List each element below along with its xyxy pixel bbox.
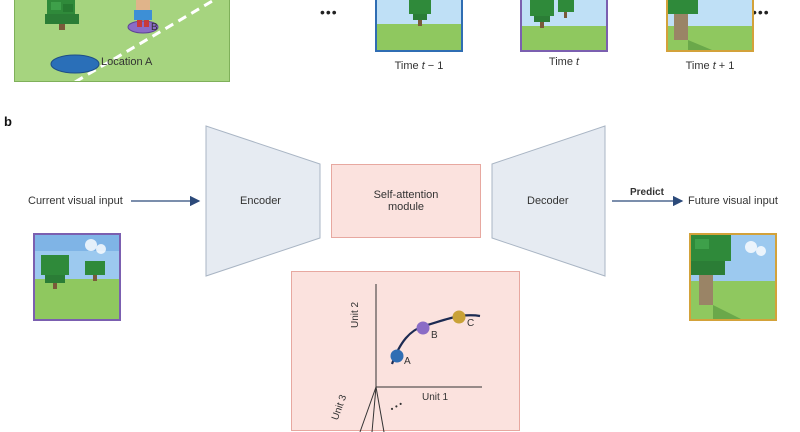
decoder-shape	[491, 125, 606, 277]
panel-letter: b	[4, 114, 12, 129]
map-path	[74, 0, 217, 81]
axis-unit-2-label: Unit 2	[350, 301, 361, 328]
time-variable: t	[712, 60, 716, 72]
time-suffix: − 1	[424, 60, 444, 72]
location-b-marker	[127, 20, 159, 34]
ellipsis-right: •••	[752, 4, 770, 20]
ellipsis-left: •••	[320, 4, 338, 20]
input-scene	[35, 235, 119, 319]
time-variable: t	[421, 60, 425, 72]
point-a	[390, 349, 404, 363]
point-c-label: C	[467, 318, 475, 329]
encoder-label: Encoder	[240, 195, 281, 207]
point-c	[452, 310, 466, 324]
attention-label-line2: module	[387, 201, 425, 213]
frame-t-minus-1	[375, 0, 463, 52]
frame-t-plus-1	[666, 0, 754, 52]
point-b	[416, 321, 430, 335]
latent-space-plot	[359, 284, 482, 432]
frame-scene	[377, 0, 461, 50]
frame-t	[520, 0, 608, 52]
frame-t-plus-1-label: Time t + 1	[666, 60, 754, 72]
axis-extra-2	[375, 386, 385, 432]
self-attention-module: Self-attention module	[331, 164, 481, 238]
time-prefix: Time	[685, 60, 713, 72]
time-variable: t	[576, 56, 580, 68]
frame-scene	[522, 0, 606, 50]
location-a-marker	[50, 54, 100, 74]
tree-icon	[45, 0, 79, 30]
point-a-label: A	[404, 356, 411, 367]
location-a-label: Location A	[101, 56, 153, 68]
attention-label-line1: Self-attention	[373, 189, 439, 201]
encoder-shape	[205, 125, 321, 277]
environment-map: B Location A	[14, 0, 230, 82]
trajectory-curve	[390, 314, 481, 365]
frame-t-minus-1-label: Time t − 1	[375, 60, 463, 72]
frame-t-label: Time t	[520, 56, 608, 68]
point-b-label: B	[431, 330, 438, 341]
architecture-shapes	[131, 125, 684, 277]
agent-character-icon	[134, 0, 152, 27]
output-label: Future visual input	[688, 195, 778, 207]
predict-label: Predict	[630, 187, 664, 198]
map-graphics	[45, 0, 217, 81]
time-prefix: Time	[394, 60, 422, 72]
input-label: Current visual input	[28, 195, 123, 207]
future-input-image	[689, 233, 777, 321]
marker-b-label: B	[151, 22, 158, 33]
latent-space-panel: A B C Unit 2 Unit 1 Unit 3 • • •	[291, 271, 520, 432]
time-suffix: + 1	[715, 60, 735, 72]
frame-scene	[668, 0, 752, 50]
time-prefix: Time	[548, 56, 577, 68]
current-input-image	[33, 233, 121, 321]
output-scene	[691, 235, 775, 319]
axis-unit-1-label: Unit 1	[422, 392, 449, 403]
decoder-label: Decoder	[527, 195, 569, 207]
